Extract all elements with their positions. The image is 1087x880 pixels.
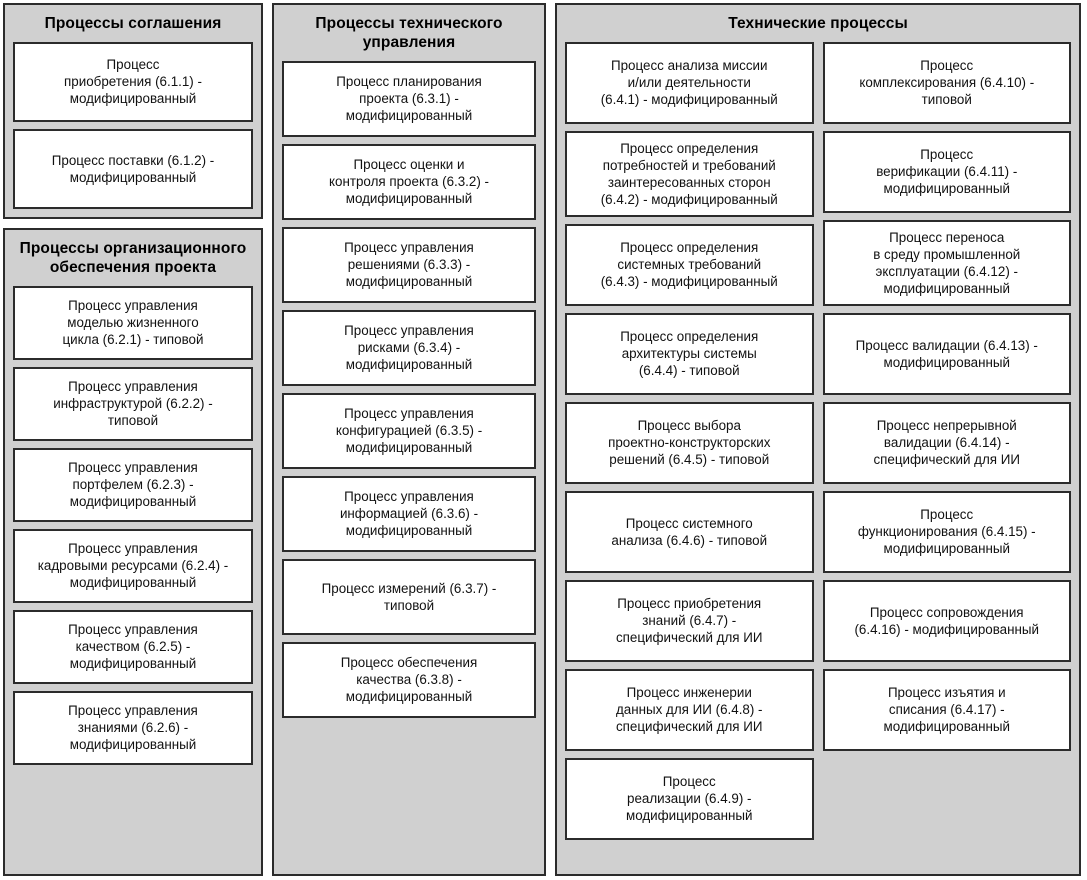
process-box-6-3-1[interactable]: Процесс планирования проекта (6.3.1) - м… <box>282 60 536 137</box>
process-box-6-4-14[interactable]: Процесс непрерывной валидации (6.4.14) -… <box>822 401 1071 484</box>
process-box-6-4-1[interactable]: Процесс анализа миссии и/или деятельност… <box>565 41 814 124</box>
panel-agreement-processes: Процессы соглашения Процесс приобретения… <box>3 3 263 219</box>
technical-subcolumn-right: Процесс комплексирования (6.4.10) - типо… <box>822 41 1071 866</box>
process-box-6-4-4[interactable]: Процесс определения архитектуры системы … <box>565 312 814 395</box>
panel-title-organizational: Процессы организационного обеспечения пр… <box>19 239 247 276</box>
panel-technical-management-processes: Процессы технического управления Процесс… <box>272 3 546 876</box>
process-box-6-3-4[interactable]: Процесс управления рисками (6.3.4) - мод… <box>282 309 536 386</box>
process-box-6-3-7[interactable]: Процесс измерений (6.3.7) - типовой <box>282 558 536 635</box>
process-box-6-1-1[interactable]: Процесс приобретения (6.1.1) - модифицир… <box>13 41 253 122</box>
process-box-6-4-17[interactable]: Процесс изъятия и списания (6.4.17) - мо… <box>822 668 1071 751</box>
panel-title-agreement: Процессы соглашения <box>44 15 222 32</box>
process-box-6-3-5[interactable]: Процесс управления конфигурацией (6.3.5)… <box>282 392 536 469</box>
process-box-6-4-12[interactable]: Процесс переноса в среду промышленной эк… <box>822 219 1071 306</box>
column-agreement-organizational: Процессы соглашения Процесс приобретения… <box>3 3 263 876</box>
process-box-6-2-5[interactable]: Процесс управления качеством (6.2.5) - м… <box>13 609 253 684</box>
process-box-6-4-7[interactable]: Процесс приобретения знаний (6.4.7) - сп… <box>565 579 814 662</box>
column-technical: Технические процессы Процесс анализа мис… <box>555 3 1081 876</box>
process-box-6-3-6[interactable]: Процесс управления информацией (6.3.6) -… <box>282 475 536 552</box>
panel-body-agreement: Процесс приобретения (6.1.1) - модифицир… <box>13 41 253 209</box>
panel-title-technical-management: Процессы технического управления <box>315 15 503 51</box>
process-box-6-4-3[interactable]: Процесс определения системных требований… <box>565 223 814 306</box>
process-box-6-4-15[interactable]: Процесс функционирования (6.4.15) - моди… <box>822 490 1071 573</box>
panel-organizational-project-enablement: Процессы организационного обеспечения пр… <box>3 227 263 876</box>
process-box-6-2-4[interactable]: Процесс управления кадровыми ресурсами (… <box>13 528 253 603</box>
process-box-6-4-8[interactable]: Процесс инженерии данных для ИИ (6.4.8) … <box>565 668 814 751</box>
process-box-6-2-2[interactable]: Процесс управления инфраструктурой (6.2.… <box>13 366 253 441</box>
process-box-6-4-2[interactable]: Процесс определения потребностей и требо… <box>565 130 814 217</box>
technical-subcolumn-left: Процесс анализа миссии и/или деятельност… <box>565 41 814 866</box>
process-box-6-2-6[interactable]: Процесс управления знаниями (6.2.6) - мо… <box>13 690 253 765</box>
process-box-6-4-9[interactable]: Процесс реализации (6.4.9) - модифициров… <box>565 757 814 840</box>
process-box-6-4-16[interactable]: Процесс сопровождения (6.4.16) - модифиц… <box>822 579 1071 662</box>
technical-subcolumns: Процесс анализа миссии и/или деятельност… <box>565 41 1071 866</box>
process-box-6-4-5[interactable]: Процесс выбора проектно-конструкторских … <box>565 401 814 484</box>
panel-body-technical-management: Процесс планирования проекта (6.3.1) - м… <box>282 60 536 718</box>
process-box-6-4-13[interactable]: Процесс валидации (6.4.13) - модифициров… <box>822 312 1071 395</box>
process-box-6-4-11[interactable]: Процесс верификации (6.4.11) - модифицир… <box>822 130 1071 213</box>
panel-technical-processes: Технические процессы Процесс анализа мис… <box>555 3 1081 876</box>
process-box-6-1-2[interactable]: Процесс поставки (6.1.2) - модифицирован… <box>13 128 253 209</box>
column-technical-management: Процессы технического управления Процесс… <box>272 3 546 876</box>
process-box-6-4-6[interactable]: Процесс системного анализа (6.4.6) - тип… <box>565 490 814 573</box>
process-box-6-3-8[interactable]: Процесс обеспечения качества (6.3.8) - м… <box>282 641 536 718</box>
process-box-6-3-3[interactable]: Процесс управления решениями (6.3.3) - м… <box>282 226 536 303</box>
process-box-6-2-3[interactable]: Процесс управления портфелем (6.2.3) - м… <box>13 447 253 522</box>
process-box-6-4-10[interactable]: Процесс комплексирования (6.4.10) - типо… <box>822 41 1071 124</box>
panel-title-technical: Технические процессы <box>728 15 908 32</box>
process-box-6-3-2[interactable]: Процесс оценки и контроля проекта (6.3.2… <box>282 143 536 220</box>
process-box-6-2-1[interactable]: Процесс управления моделью жизненного ци… <box>13 285 253 360</box>
panel-body-organizational: Процесс управления моделью жизненного ци… <box>13 285 253 866</box>
